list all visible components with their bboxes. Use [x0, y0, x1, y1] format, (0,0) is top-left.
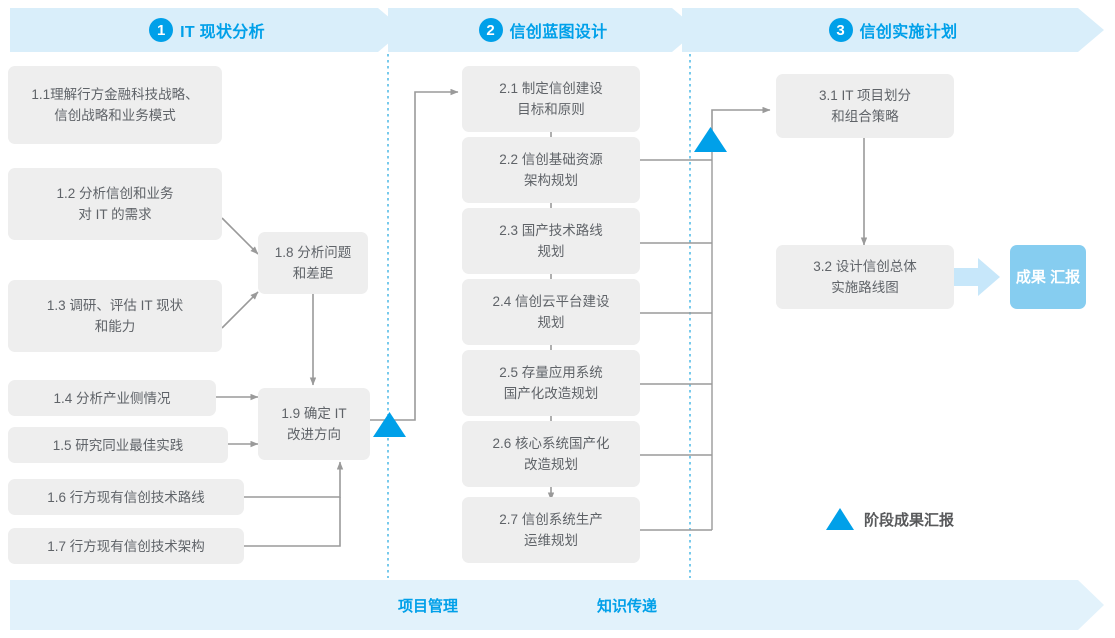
- node-2-4[interactable]: 2.4 信创云平台建设 规划: [462, 279, 640, 345]
- band-label-project-management: 项目管理: [398, 595, 458, 616]
- phase-header-3[interactable]: 3 信创实施计划: [682, 8, 1104, 52]
- node-1-9-line1: 1.9 确定 IT: [281, 406, 347, 421]
- node-1-8-line1: 1.8 分析问题: [274, 245, 352, 260]
- node-2-3-line2: 规划: [537, 244, 565, 259]
- node-2-1-line2: 目标和原则: [517, 102, 585, 117]
- node-1-5-label: 1.5 研究同业最佳实践: [52, 437, 184, 453]
- node-1-9[interactable]: 1.9 确定 IT 改进方向: [258, 388, 370, 460]
- node-1-2-line2: 对 IT 的需求: [78, 207, 152, 222]
- node-2-3-line1: 2.3 国产技术路线: [499, 223, 603, 238]
- connector-12-18: [221, 217, 259, 255]
- phase-title-3: 信创实施计划: [859, 24, 958, 41]
- node-2-6-line1: 2.6 核心系统国产化: [492, 436, 610, 451]
- band-left-text: 项目管理: [398, 598, 459, 615]
- node-3-1-line1: 3.1 IT 项目划分: [818, 88, 912, 103]
- node-1-3-line2: 和能力: [94, 319, 136, 334]
- node-2-6[interactable]: 2.6 核心系统国产化 改造规划: [462, 421, 640, 487]
- node-2-7-line1: 2.7 信创系统生产: [499, 512, 603, 527]
- node-1-5[interactable]: 1.5 研究同业最佳实践: [8, 427, 228, 463]
- phase-badge-3: 3: [828, 18, 853, 42]
- node-1-7[interactable]: 1.7 行方现有信创技术架构: [8, 528, 244, 564]
- result-line2: 汇报: [1050, 268, 1081, 286]
- milestone-triangle-phase1-b: [373, 412, 406, 437]
- node-2-7-line2: 运维规划: [524, 533, 578, 548]
- connector-17-19: [244, 497, 341, 547]
- band-right-text: 知识传递: [597, 598, 658, 615]
- node-2-5-line2: 国产化改造规划: [503, 386, 599, 401]
- node-1-6-label: 1.6 行方现有信创技术路线: [47, 489, 205, 505]
- milestone-triangle-phase2: [694, 127, 727, 152]
- node-2-7[interactable]: 2.7 信创系统生产 运维规划: [462, 497, 640, 563]
- connector-16-19: [244, 461, 344, 498]
- node-3-1-line2: 和组合策略: [831, 109, 899, 124]
- node-3-2-line1: 3.2 设计信创总体: [813, 259, 917, 274]
- milestone-triangle-phase1: [381, 417, 398, 437]
- node-2-5-line1: 2.5 存量应用系统: [499, 365, 603, 380]
- connector-32-result: [952, 258, 1000, 296]
- node-1-6[interactable]: 1.6 行方现有信创技术路线: [8, 479, 244, 515]
- node-2-2[interactable]: 2.2 信创基础资源 架构规划: [462, 137, 640, 203]
- node-3-1[interactable]: 3.1 IT 项目划分 和组合策略: [776, 74, 954, 138]
- connector-rail-31: [711, 106, 771, 142]
- node-1-1[interactable]: 1.1理解行方金融科技战略、 信创战略和业务模式: [8, 66, 222, 144]
- node-2-6-line2: 改造规划: [524, 457, 578, 472]
- phase-header-1[interactable]: 1 IT 现状分析: [10, 8, 404, 52]
- node-2-1[interactable]: 2.1 制定信创建设 目标和原则: [462, 66, 640, 132]
- node-1-9-line2: 改进方向: [286, 427, 341, 442]
- node-2-4-line2: 规划: [537, 315, 565, 330]
- node-2-3[interactable]: 2.3 国产技术路线 规划: [462, 208, 640, 274]
- phase-header-2[interactable]: 2 信创蓝图设计: [388, 8, 698, 52]
- node-1-2[interactable]: 1.2 分析信创和业务 对 IT 的需求: [8, 168, 222, 240]
- result-line1: 成果: [1015, 268, 1046, 286]
- node-1-7-label: 1.7 行方现有信创技术架构: [47, 538, 205, 554]
- node-1-1-line2: 信创战略和业务模式: [54, 108, 176, 123]
- bottom-band: [10, 580, 1104, 630]
- node-2-2-line1: 2.2 信创基础资源: [499, 152, 603, 167]
- result-report-badge[interactable]: 成果 汇报: [1010, 245, 1086, 309]
- node-1-1-line1: 1.1理解行方金融科技战略、: [31, 87, 199, 102]
- node-2-2-line2: 架构规划: [524, 173, 578, 188]
- node-1-8[interactable]: 1.8 分析问题 和差距: [258, 232, 368, 294]
- node-3-2[interactable]: 3.2 设计信创总体 实施路线图: [776, 245, 954, 309]
- connector-13-18: [221, 291, 259, 329]
- node-2-5[interactable]: 2.5 存量应用系统 国产化改造规划: [462, 350, 640, 416]
- node-1-8-line2: 和差距: [292, 266, 334, 281]
- phase-title-2: 信创蓝图设计: [509, 24, 608, 41]
- phase-badge-2: 2: [478, 18, 503, 42]
- node-1-3[interactable]: 1.3 调研、评估 IT 现状 和能力: [8, 280, 222, 352]
- node-1-4-label: 1.4 分析产业侧情况: [53, 390, 171, 406]
- node-3-2-line2: 实施路线图: [831, 280, 899, 295]
- legend-milestone: 阶段成果汇报: [826, 508, 954, 530]
- node-1-2-line1: 1.2 分析信创和业务: [56, 186, 174, 201]
- connector-19-21: [370, 88, 459, 421]
- node-1-4[interactable]: 1.4 分析产业侧情况: [8, 380, 216, 416]
- legend-label: 阶段成果汇报: [864, 511, 955, 529]
- node-2-1-line1: 2.1 制定信创建设: [499, 81, 603, 96]
- band-label-knowledge-transfer: 知识传递: [597, 595, 657, 616]
- node-1-3-line1: 1.3 调研、评估 IT 现状: [46, 298, 184, 313]
- node-2-4-line1: 2.4 信创云平台建设: [492, 294, 610, 309]
- triangle-up-icon: [826, 508, 854, 530]
- phase-badge-1: 1: [149, 18, 174, 42]
- phase-title-1: IT 现状分析: [180, 24, 265, 41]
